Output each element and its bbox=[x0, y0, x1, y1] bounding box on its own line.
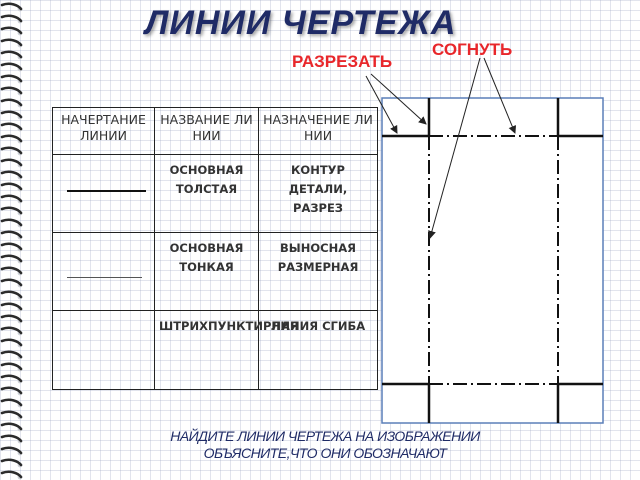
thin-solid-line-sample bbox=[67, 277, 142, 278]
spiral-ring bbox=[0, 254, 23, 263]
spiral-ring bbox=[0, 338, 23, 347]
spiral-ring bbox=[0, 14, 23, 23]
line-sample-cell bbox=[52, 232, 155, 311]
task-instructions: НАЙДИТЕ ЛИНИИ ЧЕРТЕЖА НА ИЗОБРАЖЕНИИ ОБЪ… bbox=[95, 428, 555, 462]
spiral-ring bbox=[0, 278, 23, 287]
fold-arrow-left bbox=[428, 57, 481, 239]
spiral-ring bbox=[0, 146, 23, 155]
spiral-ring bbox=[0, 398, 23, 407]
spiral-ring bbox=[0, 26, 23, 35]
cut-arrow-left bbox=[365, 75, 398, 134]
spiral-ring bbox=[0, 230, 23, 239]
spiral-ring bbox=[0, 182, 23, 191]
thick-solid-line-sample bbox=[67, 190, 146, 192]
spiral-ring bbox=[0, 62, 23, 71]
line-purpose-cell: КОНТУР ДЕТАЛИ, РАЗРЕЗ bbox=[258, 154, 378, 233]
line-sample-cell bbox=[52, 154, 155, 233]
spiral-ring bbox=[0, 470, 23, 479]
spiral-ring bbox=[0, 446, 23, 455]
spiral-ring bbox=[0, 2, 23, 11]
line-name-cell: ОСНОВНАЯ ТОЛСТАЯ bbox=[154, 154, 259, 233]
table-row: ОСНОВНАЯ ТОЛСТАЯ КОНТУР ДЕТАЛИ, РАЗРЕЗ bbox=[52, 154, 378, 233]
spiral-ring bbox=[0, 242, 23, 251]
line-purpose-cell: ЛИНИЯ СГИБА bbox=[258, 310, 378, 390]
spiral-ring bbox=[0, 110, 23, 119]
fold-arrow-right bbox=[483, 57, 517, 134]
spiral-ring bbox=[0, 302, 23, 311]
spiral-ring bbox=[0, 374, 23, 383]
spiral-ring bbox=[0, 206, 23, 215]
spiral-ring bbox=[0, 434, 23, 443]
spiral-ring bbox=[0, 314, 23, 323]
spiral-ring bbox=[0, 50, 23, 59]
task-line-2: ОБЪЯСНИТЕ,ЧТО ОНИ ОБОЗНАЧАЮТ bbox=[203, 445, 447, 461]
spiral-ring bbox=[0, 410, 23, 419]
spiral-ring bbox=[0, 458, 23, 467]
spiral-ring bbox=[0, 98, 23, 107]
spiral-ring bbox=[0, 362, 23, 371]
table-row: ШТРИХПУНКТИРНАЯ ЛИНИЯ СГИБА bbox=[52, 310, 378, 390]
header-line-name: НАЗВАНИЕ ЛИНИИ bbox=[154, 107, 259, 155]
spiral-ring bbox=[0, 326, 23, 335]
spiral-ring bbox=[0, 350, 23, 359]
spiral-ring bbox=[0, 266, 23, 275]
fold-label: СОГНУТЬ bbox=[432, 40, 513, 59]
spiral-ring bbox=[0, 194, 23, 203]
line-sample-cell bbox=[52, 310, 155, 390]
spiral-ring bbox=[0, 134, 23, 143]
notebook-spiral bbox=[0, 2, 23, 480]
cut-arrow-right bbox=[370, 73, 427, 125]
spiral-ring bbox=[0, 170, 23, 179]
task-line-1: НАЙДИТЕ ЛИНИИ ЧЕРТЕЖА НА ИЗОБРАЖЕНИИ bbox=[170, 428, 480, 444]
spiral-ring bbox=[0, 86, 23, 95]
template-sheet bbox=[381, 97, 604, 424]
spiral-ring bbox=[0, 158, 23, 167]
table-header-row: НАЧЕРТАНИЕ ЛИНИИ НАЗВАНИЕ ЛИНИИ НАЗНАЧЕН… bbox=[52, 107, 378, 155]
spiral-ring bbox=[0, 386, 23, 395]
spiral-ring bbox=[0, 122, 23, 131]
line-types-table: НАЧЕРТАНИЕ ЛИНИИ НАЗВАНИЕ ЛИНИИ НАЗНАЧЕН… bbox=[52, 107, 378, 390]
spiral-ring bbox=[0, 422, 23, 431]
cut-label: РАЗРЕЗАТЬ bbox=[292, 52, 393, 71]
spiral-ring bbox=[0, 74, 23, 83]
line-name-cell: ШТРИХПУНКТИРНАЯ bbox=[154, 310, 299, 390]
spiral-ring bbox=[0, 290, 23, 299]
spiral-ring bbox=[0, 218, 23, 227]
spiral-ring bbox=[0, 38, 23, 47]
header-line-style: НАЧЕРТАНИЕ ЛИНИИ bbox=[52, 107, 155, 155]
page-title: ЛИНИИ ЧЕРТЕЖА bbox=[145, 4, 457, 42]
